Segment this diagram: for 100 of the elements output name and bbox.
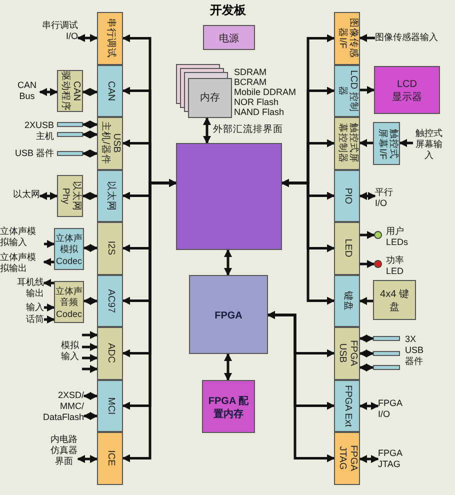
arrow: [83, 244, 98, 252]
arrow: [82, 331, 98, 339]
box-label: 4x4 键盘: [379, 288, 410, 314]
component-box: [374, 66, 440, 114]
block-label: ADC: [104, 342, 116, 366]
interface-block: [334, 274, 360, 327]
io-label: 耳机线输出: [12, 277, 44, 301]
arrow: [39, 88, 58, 96]
arrow: [43, 279, 54, 287]
connector-bar: [57, 151, 83, 156]
edge-label: 外部汇流排界面: [213, 124, 283, 136]
interface-block: [334, 170, 360, 222]
io-label: 内电路仿真器界面: [50, 434, 78, 485]
arrow: [267, 311, 335, 462]
io-label: FPGA JTAG: [378, 448, 408, 472]
interface-block: [97, 274, 123, 327]
io-label: 以太网: [8, 189, 40, 202]
interface-block: [334, 117, 360, 170]
block-label: USB 主机/器件: [99, 121, 121, 166]
arrow: [82, 365, 98, 373]
component-box: [54, 281, 84, 323]
io-label: 触控式屏幕输入: [413, 128, 445, 174]
arrow: [82, 354, 98, 362]
arrow: [82, 130, 98, 138]
arrow: [359, 455, 379, 463]
memory-type-label: Mobile DDRAM: [234, 87, 298, 97]
arrow: [359, 139, 373, 147]
interface-block: [373, 122, 400, 165]
io-label: 输入: [20, 302, 44, 313]
memory-type-label: BCRAM: [234, 77, 268, 87]
io-label: 话筒: [20, 314, 44, 325]
interface-block: [334, 380, 360, 432]
connector-bar: [373, 336, 400, 341]
arrow: [224, 353, 232, 381]
io-label: 立体声模拟输出: [0, 252, 44, 276]
block-label: LCD 控制器: [336, 68, 358, 113]
arrow: [359, 402, 379, 410]
io-label: 图像传感器输入: [375, 32, 453, 44]
memory-type-label: SDRAM: [234, 67, 268, 77]
arrow: [399, 139, 413, 147]
connector-bar: [57, 122, 83, 127]
box-label: 立体声模拟Codec: [54, 233, 84, 267]
block-label: 以太网: [104, 180, 116, 213]
arrow: [359, 334, 374, 342]
box-label: FPGA 配置内存: [207, 394, 250, 420]
block-label: ICE: [104, 449, 116, 468]
arrow: [43, 258, 54, 266]
io-label: 平行 I/O: [375, 187, 401, 211]
arrow: [83, 392, 98, 400]
arrow: [44, 304, 55, 312]
box-label: 立体声音频Codec: [54, 286, 84, 320]
interface-block: [97, 222, 123, 274]
interface-block: [334, 12, 360, 64]
block-label: FPGA USB: [336, 339, 358, 368]
led-label: 功率 LED: [386, 255, 405, 277]
box-label: LCD 显示器: [392, 78, 422, 104]
arrow: [360, 260, 375, 268]
arrow: [360, 231, 375, 239]
component-box: [203, 25, 255, 50]
memory-type-label: NOR Flash: [234, 97, 280, 107]
interface-block: [334, 432, 360, 484]
arrow: [359, 34, 375, 42]
arrow: [224, 249, 232, 276]
io-label: 2XUSB 主机: [23, 120, 54, 142]
arrow: [82, 120, 98, 128]
component-box: [189, 275, 268, 354]
led-indicator: [374, 260, 382, 268]
block-label: LED: [342, 238, 352, 260]
interface-block: [97, 432, 123, 484]
block-label: 触控式屏幕I/F: [376, 126, 398, 161]
arrow: [359, 192, 376, 200]
interface-block: [97, 327, 123, 380]
arrow: [359, 364, 374, 372]
arrow: [83, 412, 98, 420]
io-label: CAN Bus: [14, 80, 40, 104]
interface-block: [97, 64, 123, 117]
arrow: [44, 316, 55, 324]
block-label: CAN 驱动程序: [59, 71, 81, 111]
box-label: 电源: [219, 32, 239, 45]
arrow: [83, 297, 98, 305]
led-indicator: [374, 231, 382, 239]
block-label: FPGA Ext: [342, 384, 352, 428]
component-box: [202, 380, 255, 433]
block-label: 图像传感器I/F: [336, 17, 358, 60]
arrow: [359, 350, 374, 358]
block-label: I2S: [104, 240, 116, 258]
memory-type-label: NAND Flash: [234, 107, 286, 117]
arrow: [82, 192, 98, 200]
connector-bar: [373, 365, 400, 370]
arrow: [77, 34, 98, 42]
arrow: [39, 192, 58, 200]
box-label: FPGA: [214, 309, 242, 322]
diagram-title: 开发板: [209, 2, 247, 19]
block-label: CAN: [104, 80, 116, 103]
arrow: [82, 150, 98, 158]
box-label: 内存: [200, 92, 220, 104]
io-label: 2XSD/ MMC/ DataFlash: [38, 390, 84, 424]
arrow: [82, 343, 98, 351]
block-label: 键盘: [342, 290, 352, 313]
connector-bar: [57, 132, 83, 137]
